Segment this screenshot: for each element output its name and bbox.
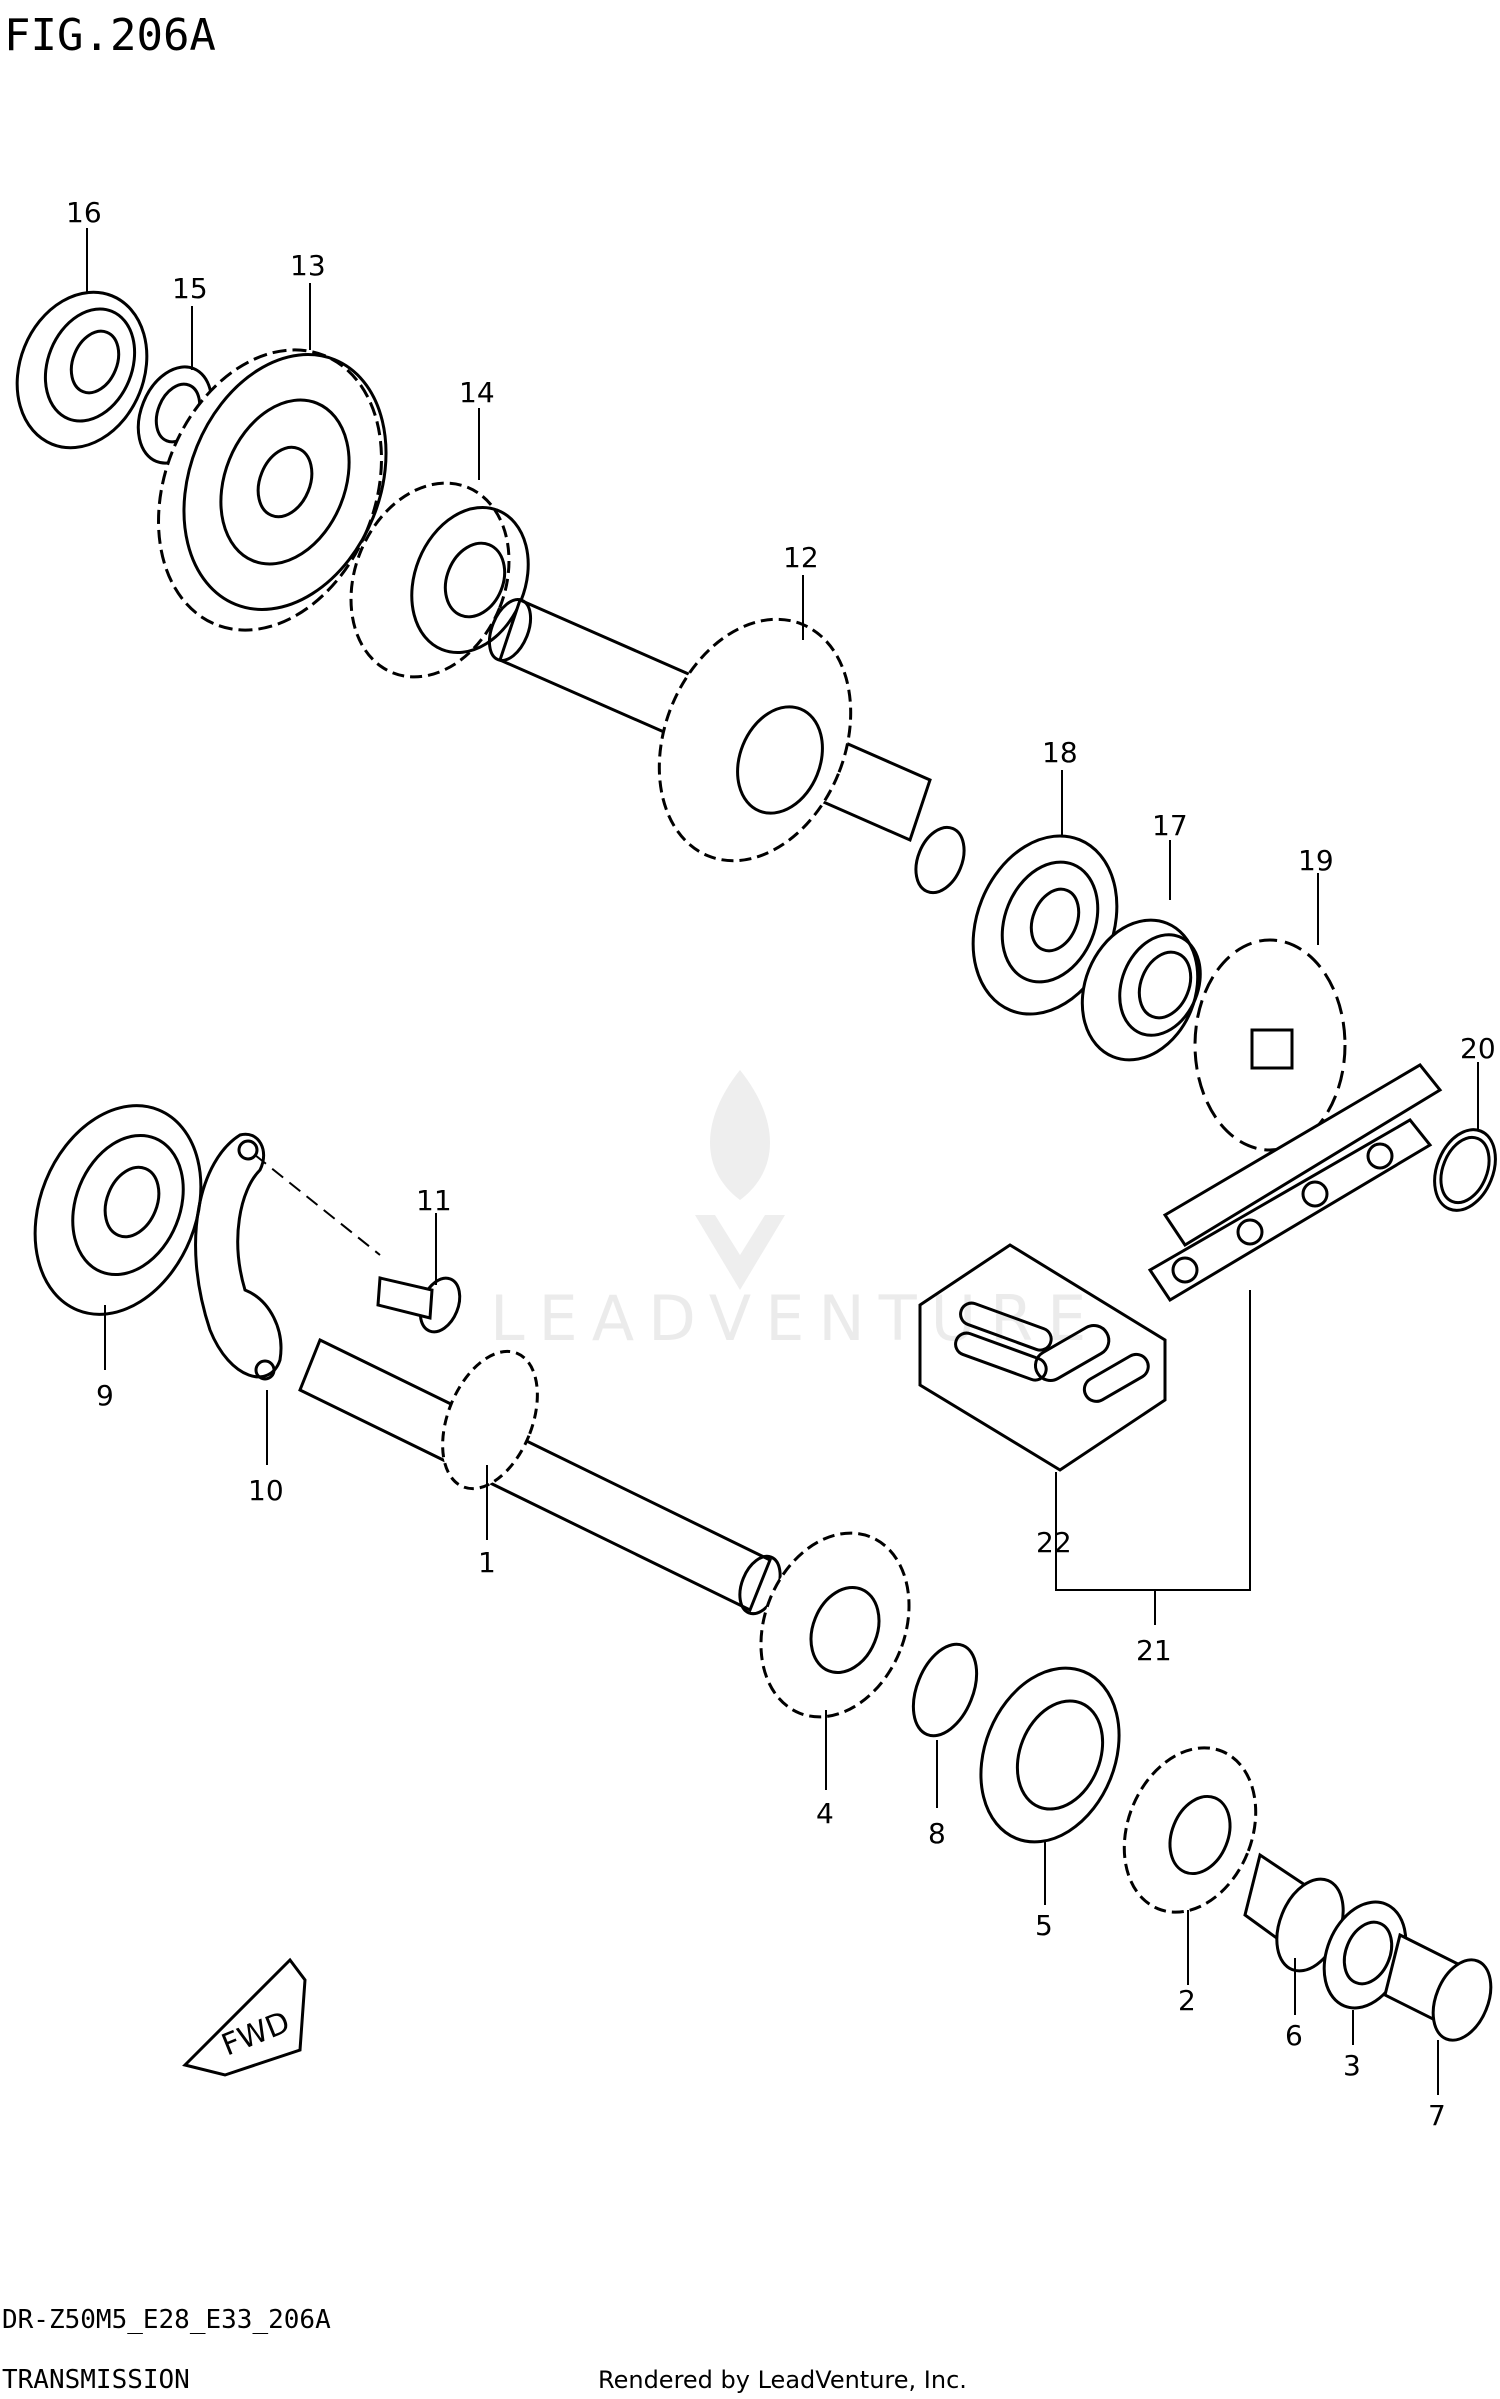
part-14-gear	[349, 481, 530, 679]
watermark: LEADVENTURE	[490, 1070, 1100, 1355]
part-16-bearing	[15, 290, 149, 450]
callout-6: 6	[1285, 2019, 1303, 2052]
part-2-gear	[1122, 1746, 1258, 1914]
callout-3: 3	[1343, 2049, 1361, 2082]
callout-9: 9	[96, 1379, 114, 1412]
section-name: TRANSMISSION	[2, 2365, 190, 2395]
callout-17: 17	[1152, 809, 1188, 842]
model-code: DR-Z50M5_E28_E33_206A	[2, 2305, 331, 2335]
leader-lines	[86, 228, 1479, 2095]
callout-7: 7	[1428, 2099, 1446, 2132]
render-credit: Rendered by LeadVenture, Inc.	[598, 2366, 967, 2394]
callout-21: 21	[1136, 1634, 1172, 1667]
part-20-circlip	[1433, 1128, 1497, 1212]
part-5-dog-gear	[979, 1666, 1121, 1844]
callout-16: 16	[66, 196, 102, 229]
callout-2: 2	[1178, 1984, 1196, 2017]
callout-10: 10	[248, 1474, 284, 1507]
callout-5: 5	[1035, 1909, 1053, 1942]
callout-8: 8	[928, 1817, 946, 1850]
callout-14: 14	[459, 376, 495, 409]
callout-4: 4	[816, 1797, 834, 1830]
part-9-bearing	[33, 1104, 203, 1316]
callout-labels: 16 15 13 14 12 18 17 19 20 11 9 10 1 4 8…	[66, 196, 1496, 2132]
part-21-drive-chain	[1147, 1063, 1443, 1303]
part-7-needle-bearing	[1383, 1932, 1493, 2042]
part-8-circlip	[911, 1642, 979, 1738]
callout-11: 11	[416, 1184, 452, 1217]
part-22-joint-link	[918, 1243, 1167, 1472]
part-10-retainer	[194, 1132, 381, 1381]
callout-12: 12	[783, 541, 819, 574]
callout-20: 20	[1460, 1032, 1496, 1065]
part-4-gear	[759, 1531, 911, 1719]
part-11-screw	[376, 1276, 462, 1334]
callout-22: 22	[1036, 1526, 1072, 1559]
watermark-text: LEADVENTURE	[490, 1282, 1100, 1355]
fwd-arrow: FWD	[182, 1957, 307, 2077]
callout-15: 15	[172, 272, 208, 305]
part-12-countershaft	[487, 597, 966, 895]
part-13-gear	[157, 348, 388, 632]
callout-18: 18	[1042, 736, 1078, 769]
figure-title: FIG.206A	[4, 10, 216, 61]
callout-19: 19	[1298, 844, 1334, 877]
callout-1: 1	[478, 1546, 496, 1579]
part-19-sprocket	[1193, 938, 1347, 1152]
part-17-oil-seal	[1080, 918, 1202, 1062]
callout-13: 13	[290, 249, 326, 282]
part-1-mainshaft	[298, 1337, 782, 1616]
